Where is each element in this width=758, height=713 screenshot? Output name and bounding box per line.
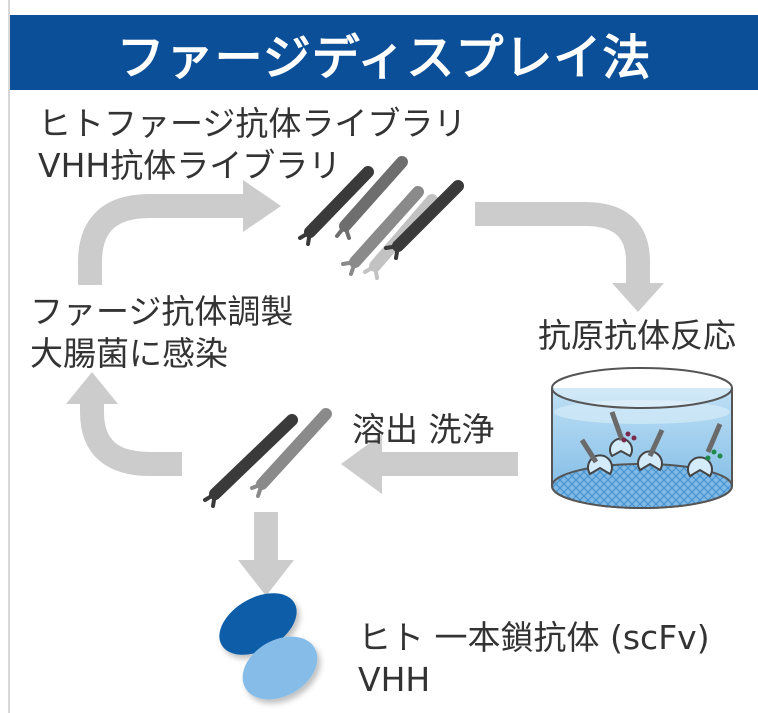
- result-label-line1: ヒト 一本鎖抗体 (scFv): [358, 618, 710, 657]
- phage-library-icon: [298, 156, 464, 280]
- arrowhead-top-left: [243, 180, 281, 232]
- arrowhead-top-right: [612, 283, 664, 312]
- left-border: [0, 0, 10, 713]
- antigen-well-icon: [551, 367, 733, 509]
- library-label-line1: ヒトファージ抗体ライブラリ: [38, 104, 467, 143]
- result-label-line2: VHH: [358, 660, 431, 699]
- cycle-arrow-bottom: [341, 434, 518, 494]
- cycle-arrow-top-right: [475, 202, 650, 285]
- page-title: ファージディスプレイ法: [116, 29, 652, 86]
- prep-label-line1: ファージ抗体調製: [30, 292, 294, 331]
- header-banner: ファージディスプレイ法: [10, 15, 758, 90]
- cycle-arrow-top-left: [78, 194, 245, 285]
- arrowhead-bottom-left: [66, 372, 118, 404]
- scfv-molecule-icon: [219, 593, 318, 700]
- library-label-line2: VHH抗体ライブラリ: [38, 146, 342, 185]
- cycle-arrow-bottom-left: [80, 402, 182, 476]
- elution-wash-label: 溶出 洗浄: [352, 410, 495, 449]
- arrow-down: [238, 512, 294, 596]
- eluted-phage-icon: [203, 408, 332, 508]
- reaction-label: 抗原抗体反応: [538, 316, 736, 355]
- prep-label-line2: 大腸菌に感染: [30, 334, 228, 373]
